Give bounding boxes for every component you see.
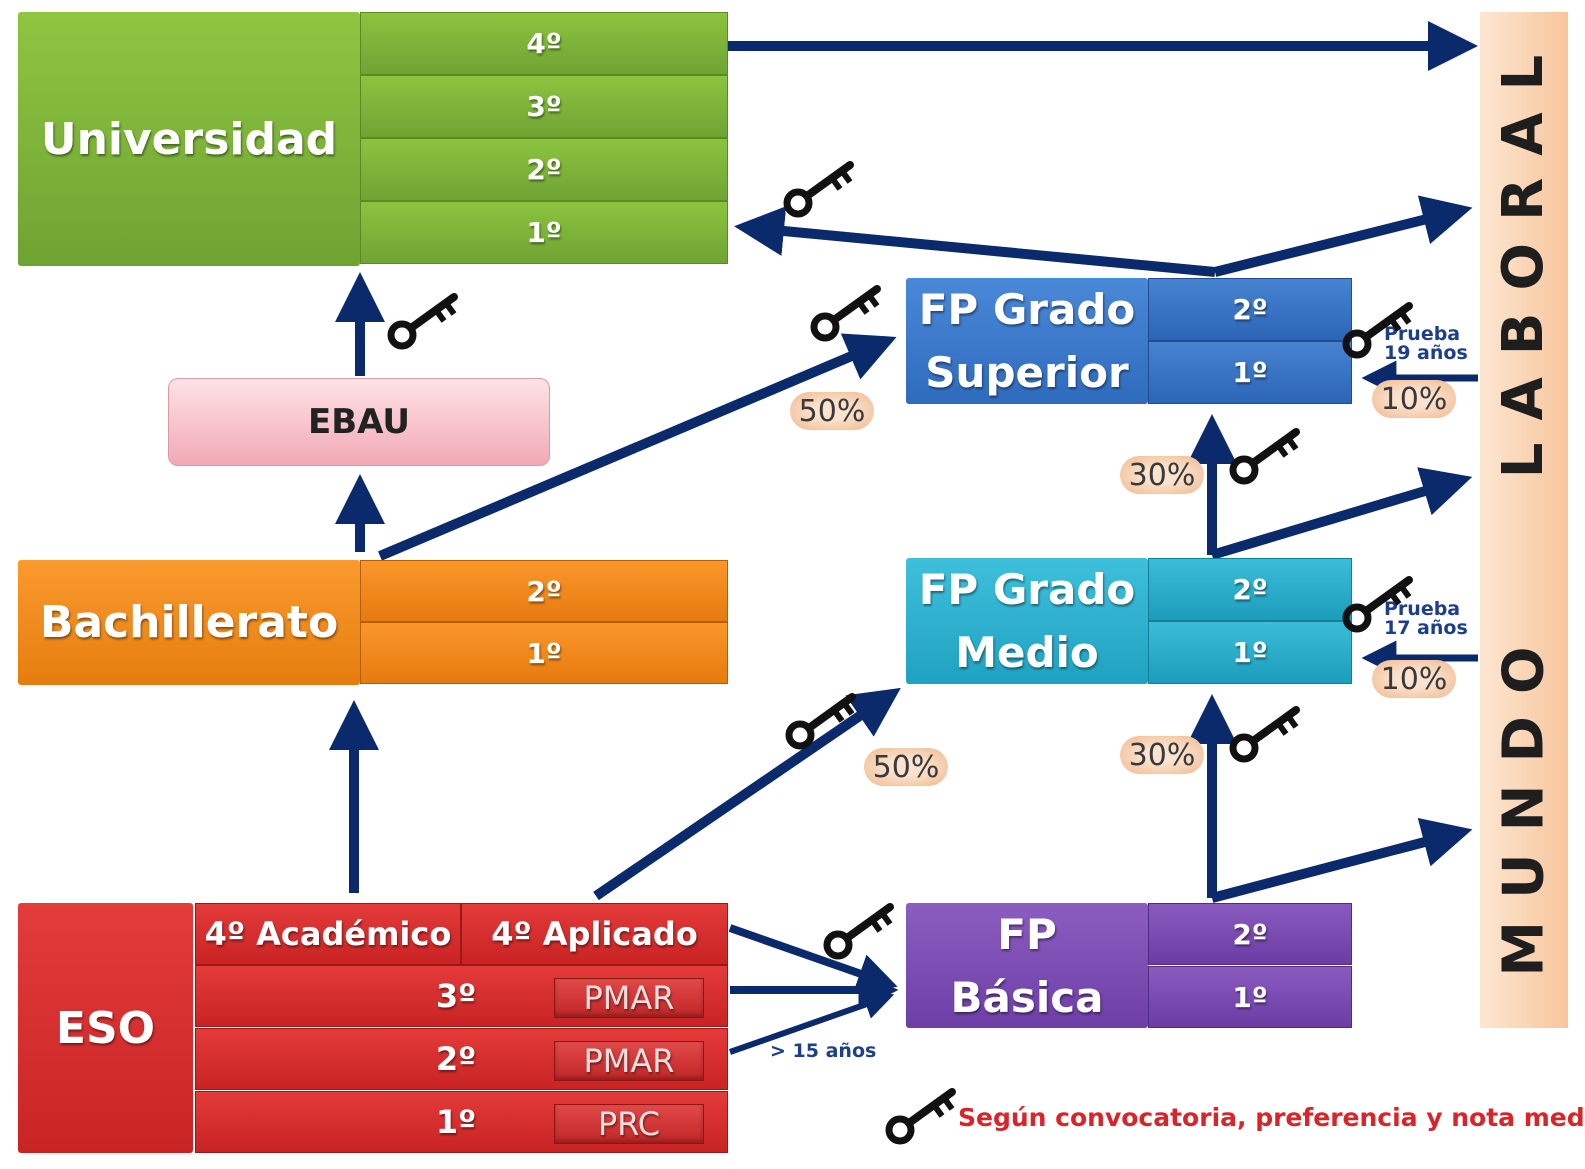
arrow-fpbas-to-laboral <box>1210 817 1473 903</box>
bachillerato-box: Bachillerato <box>18 560 360 685</box>
eso-row-2: 2º PMAR <box>195 1028 728 1090</box>
fp-superior-year-1: 1º <box>1148 341 1352 404</box>
eso-4-academico: 4º Académico <box>195 903 461 965</box>
key-icon <box>787 165 850 214</box>
universidad-box: Universidad <box>18 12 360 266</box>
legend-text: Según convocatoria, preferencia y nota m… <box>958 1103 1585 1132</box>
arrow-fpsup-to-uni <box>734 206 1216 277</box>
universidad-year-4: 4º <box>360 12 728 75</box>
eso-row-1: 1º PRC <box>195 1091 728 1153</box>
eso-year-3: 3º <box>435 977 477 1015</box>
ebau-box: EBAU <box>168 378 550 466</box>
eso-prc-1: PRC <box>554 1104 704 1144</box>
pct-eso-to-medio: 50% <box>864 748 948 786</box>
universidad-year-3: 3º <box>360 75 728 138</box>
universidad-year-2: 2º <box>360 138 728 201</box>
fp-medio-year-2: 2º <box>1148 558 1352 621</box>
arrow-eso4-to-fpbas <box>728 924 898 993</box>
universidad-year-1: 1º <box>360 201 728 264</box>
eso-row-3: 3º PMAR <box>195 965 728 1027</box>
bachillerato-year-2: 2º <box>360 560 728 622</box>
arrow-bach-to-fpsup <box>378 333 897 561</box>
key-icon <box>789 697 852 746</box>
arrow-eso-to-fpmed <box>593 687 901 901</box>
legend-key-icon <box>889 1092 952 1141</box>
fp-superior-year-2: 2º <box>1148 278 1352 341</box>
key-icon <box>1233 432 1296 481</box>
pct-basica-to-medio: 30% <box>1120 736 1204 774</box>
pct-laboral-to-superior: 10% <box>1372 380 1456 418</box>
arrow-eso2-to-fpbas <box>729 990 895 1055</box>
eso-year-1: 1º <box>435 1103 477 1141</box>
mundo-laboral-bar <box>1480 12 1568 1028</box>
eso-4-aplicado: 4º Aplicado <box>461 903 728 965</box>
age-15-note: > 15 años <box>770 1040 877 1062</box>
key-icon <box>1233 710 1296 759</box>
key-icon <box>827 907 890 956</box>
pct-medio-to-superior: 30% <box>1120 456 1204 494</box>
eso-year-2: 2º <box>435 1040 477 1078</box>
key-icon <box>814 289 877 338</box>
bachillerato-year-1: 1º <box>360 622 728 684</box>
fp-medio-year-1: 1º <box>1148 621 1352 684</box>
key-icon <box>391 297 454 346</box>
eso-pmar-3: PMAR <box>554 978 704 1018</box>
key-icon <box>1346 580 1409 629</box>
fp-basica-year-1: 1º <box>1148 966 1352 1028</box>
eso-pmar-2: PMAR <box>554 1041 704 1081</box>
fp-basica-year-2: 2º <box>1148 903 1352 965</box>
pct-bach-to-superior: 50% <box>790 392 874 430</box>
key-icon <box>1346 306 1409 355</box>
arrow-fpsup-to-laboral <box>1213 195 1473 277</box>
arrow-fpmed-to-laboral <box>1210 467 1473 560</box>
pct-laboral-to-medio: 10% <box>1372 660 1456 698</box>
eso-box: ESO <box>18 903 193 1153</box>
